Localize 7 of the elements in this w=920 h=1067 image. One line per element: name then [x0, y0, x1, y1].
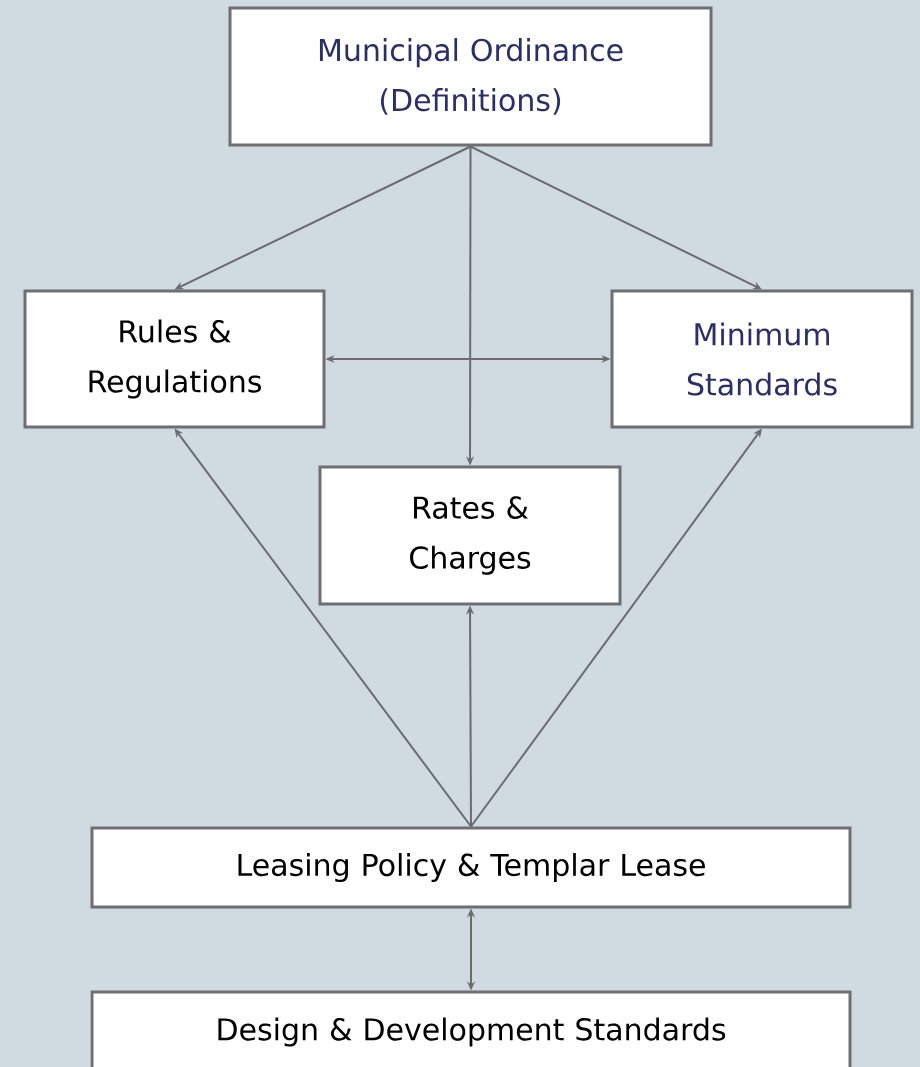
- text-box: Leasing Policy & Templar Lease: [90, 826, 852, 909]
- text-box: Design & Development Standards: [90, 990, 852, 1067]
- text-box: Rules & Regulations: [23, 289, 326, 429]
- text-box: Rates & Charges: [318, 465, 622, 606]
- text-box: Minimum Standards: [610, 289, 914, 429]
- text-box: Municipal Ordinance (Definitions): [228, 6, 713, 147]
- arrow: [469, 145, 762, 290]
